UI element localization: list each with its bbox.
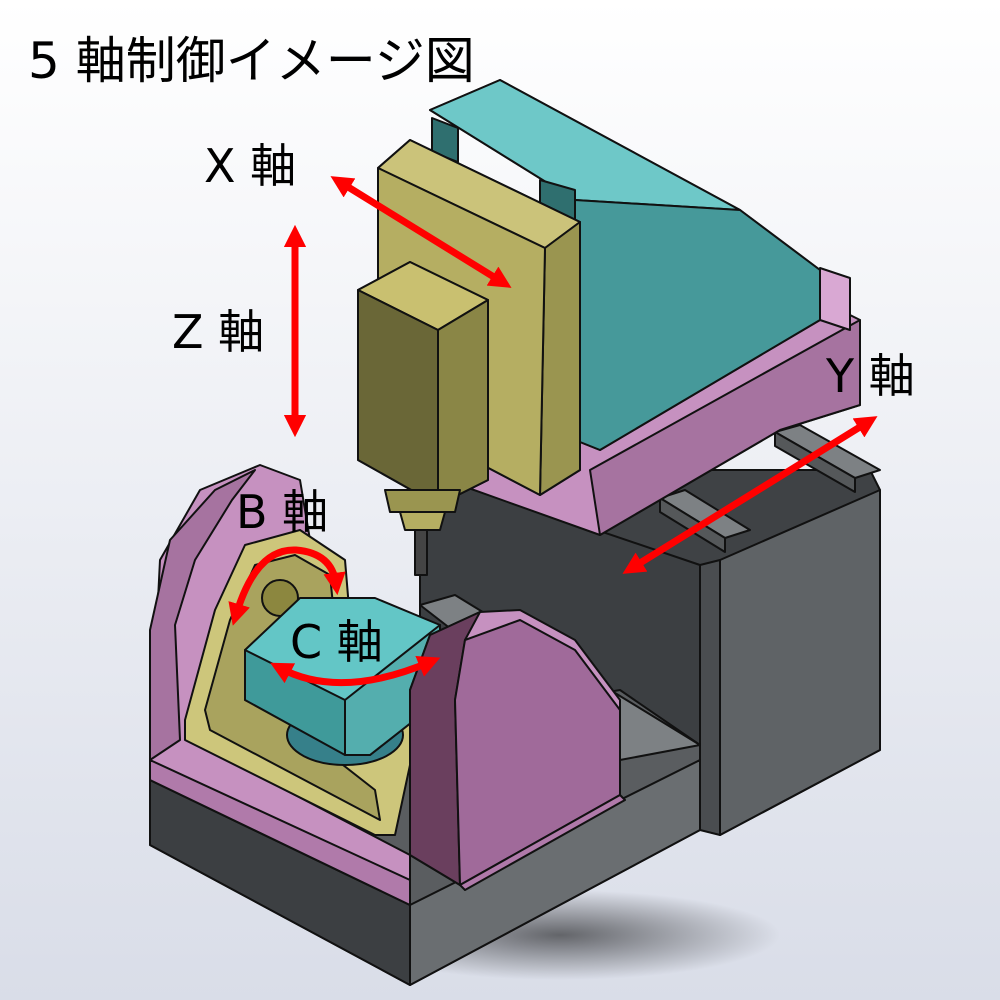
motion-arrows (228, 176, 878, 687)
y-axis-label: Y 軸 (825, 349, 915, 403)
page-title: 5 軸制御イメージ図 (28, 32, 475, 90)
z-axis-label: Z 軸 (172, 305, 264, 359)
x-axis-label: X 軸 (204, 139, 296, 193)
c-axis-label: C 軸 (290, 615, 383, 669)
left-trunnion (149, 464, 411, 906)
y-axis-arrow (622, 416, 878, 574)
b-axis-label: B 軸 (236, 485, 328, 539)
c-axis-arrow (270, 656, 441, 687)
b-axis-arrow (228, 546, 346, 626)
spindle-housing (429, 79, 821, 451)
x-axis-arrow (330, 176, 512, 288)
